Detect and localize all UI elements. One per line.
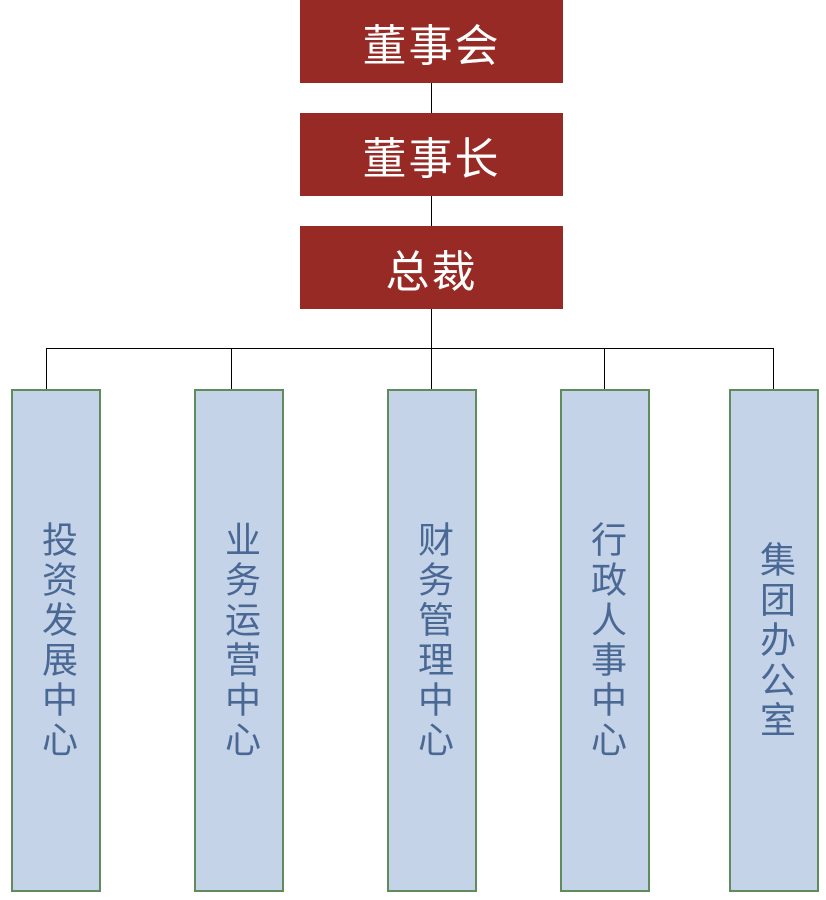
connector-line: [604, 348, 605, 389]
connector-line: [431, 309, 432, 389]
department-business-operations: 业务运营中心: [194, 389, 284, 892]
department-finance-management: 财务管理中心: [387, 389, 477, 892]
connector-line: [773, 348, 774, 389]
board-of-directors-box: 董事会: [300, 0, 563, 83]
connector-line: [431, 83, 432, 113]
connector-line: [431, 196, 432, 226]
connector-bus-line: [46, 348, 774, 349]
department-group-office: 集团办公室: [729, 389, 819, 892]
president-box: 总裁: [300, 226, 563, 309]
connector-line: [46, 348, 47, 389]
chairman-box: 董事长: [300, 113, 563, 196]
department-investment-development: 投资发展中心: [11, 389, 101, 892]
connector-line: [231, 348, 232, 389]
department-admin-hr: 行政人事中心: [560, 389, 650, 892]
